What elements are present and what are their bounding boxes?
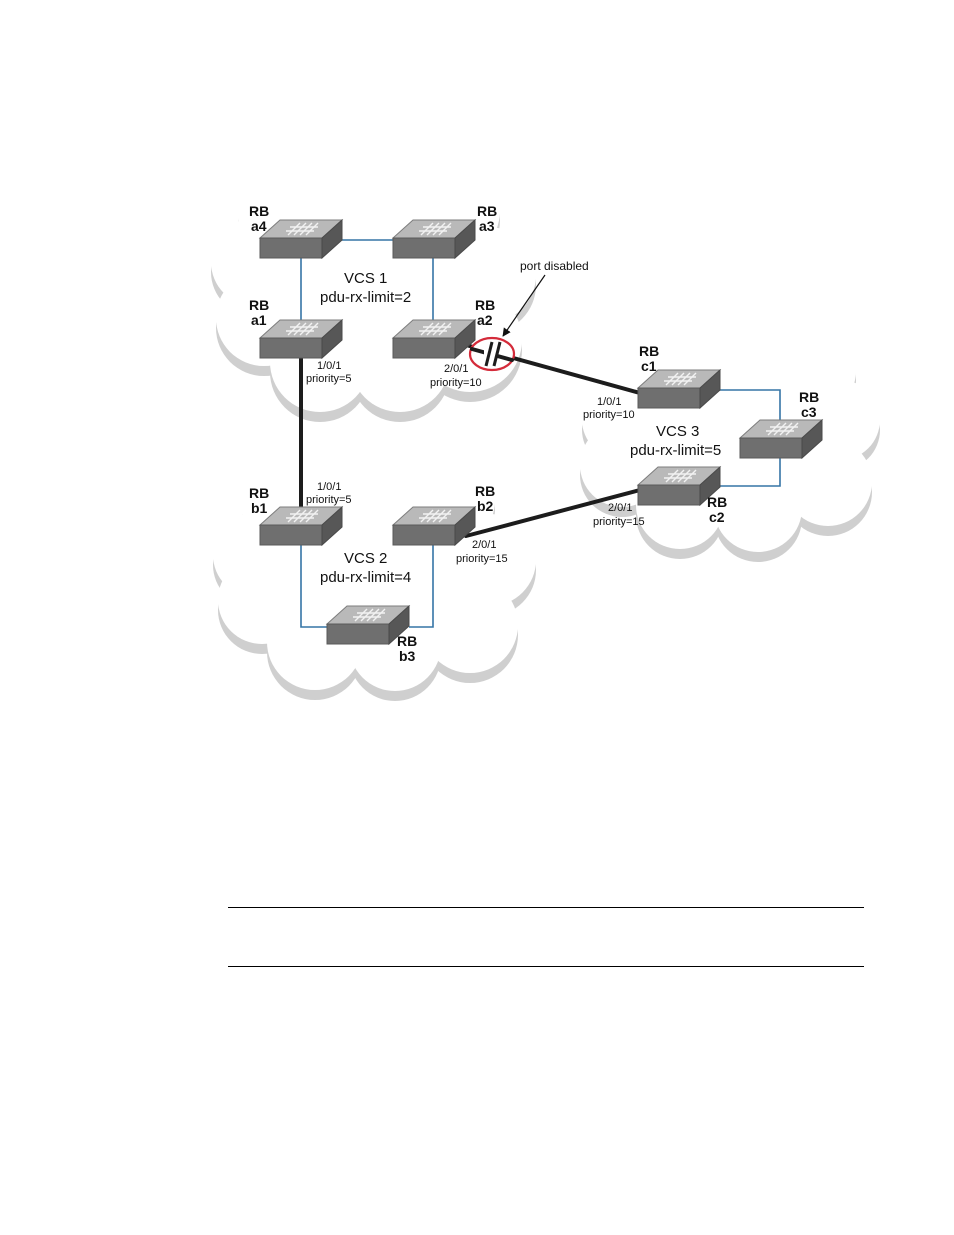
svg-text:priority=15: priority=15 xyxy=(593,516,645,528)
svg-text:c3: c3 xyxy=(801,404,817,420)
svg-text:VCS 3: VCS 3 xyxy=(656,423,699,440)
label-a3: RB a3 xyxy=(477,203,497,234)
svg-text:1/0/1: 1/0/1 xyxy=(317,360,341,372)
svg-text:RB: RB xyxy=(477,203,497,219)
svg-text:priority=5: priority=5 xyxy=(306,494,352,506)
svg-text:priority=10: priority=10 xyxy=(583,409,635,421)
svg-text:a4: a4 xyxy=(251,218,267,234)
svg-text:a2: a2 xyxy=(477,312,493,328)
svg-text:c2: c2 xyxy=(709,509,725,525)
label-c2: RB c2 xyxy=(707,494,727,525)
svg-text:pdu-rx-limit=2: pdu-rx-limit=2 xyxy=(320,289,411,306)
label-b2: RB b2 xyxy=(475,483,495,514)
svg-text:RB: RB xyxy=(249,297,269,313)
svg-text:RB: RB xyxy=(475,483,495,499)
svg-text:priority=15: priority=15 xyxy=(456,553,508,565)
svg-text:a1: a1 xyxy=(251,312,267,328)
annotation-port-disabled: port disabled xyxy=(520,259,589,273)
label-c1: RB c1 xyxy=(639,343,659,374)
svg-text:RB: RB xyxy=(707,494,727,510)
svg-text:c1: c1 xyxy=(641,358,657,374)
svg-text:RB: RB xyxy=(639,343,659,359)
svg-text:1/0/1: 1/0/1 xyxy=(317,481,341,493)
label-a1: RB a1 xyxy=(249,297,269,328)
label-c3: RB c3 xyxy=(799,389,819,420)
svg-text:2/0/1: 2/0/1 xyxy=(444,363,468,375)
svg-text:b1: b1 xyxy=(251,500,268,516)
svg-text:RB: RB xyxy=(249,203,269,219)
port-disabled-marker xyxy=(470,338,514,370)
svg-text:RB: RB xyxy=(249,485,269,501)
label-a4: RB a4 xyxy=(249,203,269,234)
svg-text:RB: RB xyxy=(397,633,417,649)
note-rule-bottom xyxy=(228,966,864,967)
svg-text:priority=5: priority=5 xyxy=(306,373,352,385)
label-b1: RB b1 xyxy=(249,485,269,516)
svg-text:pdu-rx-limit=5: pdu-rx-limit=5 xyxy=(630,442,721,459)
svg-text:RB: RB xyxy=(799,389,819,405)
svg-text:VCS 1: VCS 1 xyxy=(344,270,387,287)
svg-text:pdu-rx-limit=4: pdu-rx-limit=4 xyxy=(320,569,411,586)
label-b3: RB b3 xyxy=(397,633,417,664)
svg-text:priority=10: priority=10 xyxy=(430,377,482,389)
note-rule-top xyxy=(228,907,864,908)
svg-text:a3: a3 xyxy=(479,218,495,234)
svg-text:1/0/1: 1/0/1 xyxy=(597,396,621,408)
svg-text:b2: b2 xyxy=(477,498,494,514)
svg-text:RB: RB xyxy=(475,297,495,313)
label-a2: RB a2 xyxy=(475,297,495,328)
svg-text:2/0/1: 2/0/1 xyxy=(472,539,496,551)
svg-text:b3: b3 xyxy=(399,648,416,664)
svg-text:2/0/1: 2/0/1 xyxy=(608,502,632,514)
svg-text:VCS 2: VCS 2 xyxy=(344,550,387,567)
